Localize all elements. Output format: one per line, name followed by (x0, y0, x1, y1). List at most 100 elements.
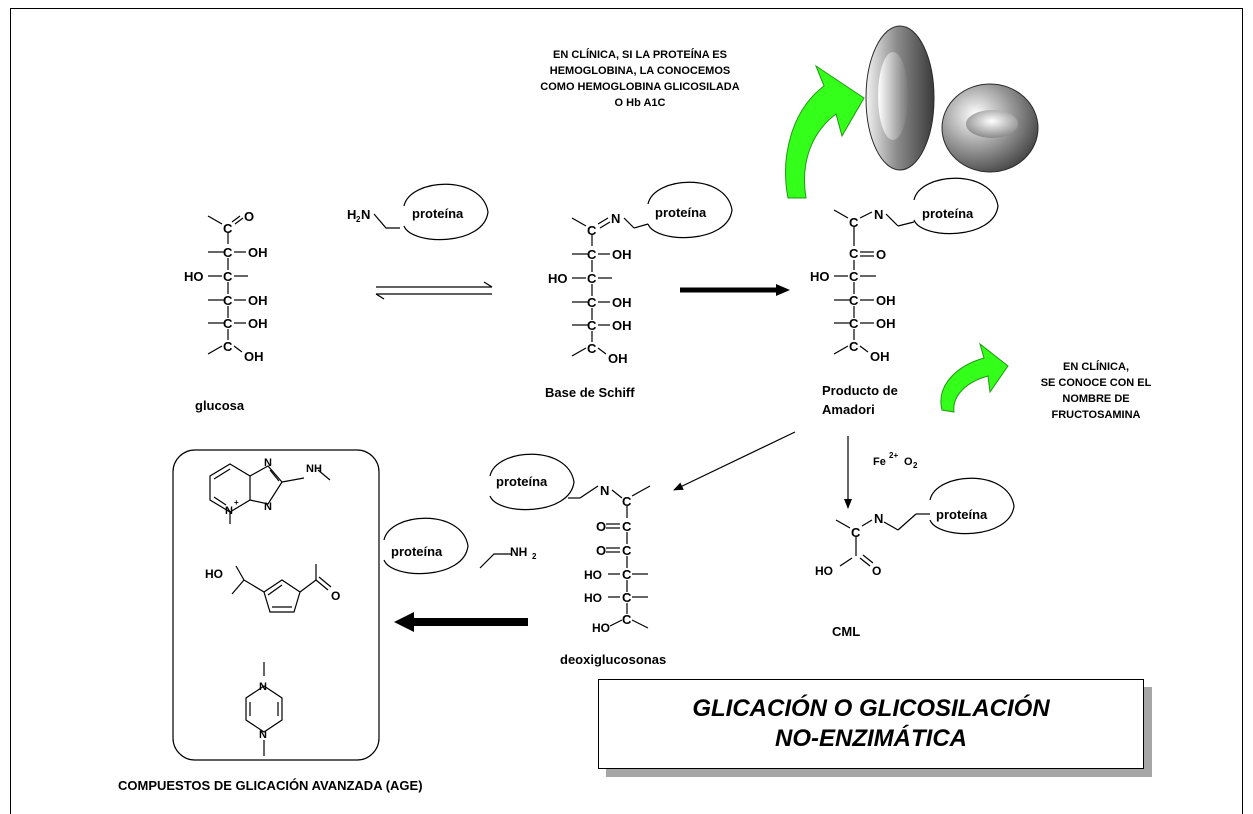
atom-c: C (223, 293, 233, 308)
protein-label: proteína (922, 206, 974, 221)
note-fructosamina-line4: FRUCTOSAMINA (1051, 409, 1140, 421)
protein-label: proteína (496, 474, 548, 489)
protein-label: proteína (936, 507, 988, 522)
atom-fe: Fe (873, 456, 886, 468)
atom-n: N (874, 207, 883, 222)
atom-n: N (361, 207, 370, 222)
atom-c: C (587, 223, 597, 238)
note-hba1c-line3: COMO HEMOGLOBINA GLICOSILADA (540, 81, 739, 93)
cml-structure: C N HO O proteína (815, 477, 1015, 578)
label-deoxiglucosonas: deoxiglucosonas (560, 652, 666, 667)
protein-oval (929, 477, 1015, 535)
amadori-structure: C N C O HO C C OH C OH C OH proteína (810, 177, 999, 364)
label-amadori-line1: Producto de (822, 383, 898, 398)
age-compounds-box (172, 449, 380, 761)
atom-c: C (849, 316, 859, 331)
atom-c: C (587, 341, 597, 356)
atom-ho: HO (205, 567, 223, 581)
atom-c: C (622, 612, 632, 627)
atom-oh: OH (870, 349, 890, 364)
atom-oh: OH (248, 293, 268, 308)
atom-n: N (611, 211, 620, 226)
atom-c: C (587, 247, 597, 262)
atom-c: C (622, 567, 632, 582)
protein-label: proteína (391, 544, 443, 559)
atom-c: C (622, 519, 632, 534)
atom-oh: OH (876, 316, 896, 331)
atom-o: O (872, 564, 881, 578)
atom-n: N (259, 681, 267, 693)
note-hba1c-line2: HEMOGLOBINA, LA CONOCEMOS (550, 65, 730, 77)
atom-oh: OH (612, 247, 632, 262)
atom-ho: HO (810, 269, 830, 284)
atom-c: C (851, 525, 861, 540)
atom-o: O (331, 589, 340, 603)
atom-ho: HO (548, 271, 568, 286)
label-cml: CML (832, 624, 860, 639)
subscript-2: 2 (532, 552, 537, 561)
deoxyglucosone-structure: proteína N C O C O C HO C (489, 453, 651, 635)
atom-o: O (244, 209, 254, 224)
protein-label: proteína (412, 206, 464, 221)
reaction-arrow (673, 431, 796, 491)
age-pyrazinium (245, 662, 283, 756)
atom-c: C (223, 316, 233, 331)
atom-c: C (223, 245, 233, 260)
atom-oh: OH (244, 349, 264, 364)
atom-ho: HO (184, 269, 204, 284)
atom-n: N (264, 501, 272, 513)
superscript-charge: 2+ (889, 451, 898, 460)
atom-c: C (622, 590, 632, 605)
protein-oval (913, 177, 999, 235)
glucose-structure: O C C OH HO C C OH C OH C OH (184, 209, 268, 364)
label-age: COMPUESTOS DE GLICACIÓN AVANZADA (AGE) (118, 778, 423, 793)
title-box: GLICACIÓN O GLICOSILACIÓN NO-ENZIMÁTICA (598, 679, 1144, 769)
atom-o: O (596, 519, 606, 534)
atom-c: C (587, 295, 597, 310)
schiff-base-structure: C N C OH HO C C OH C OH C OH proteína (548, 181, 733, 366)
protein-oval (647, 181, 733, 239)
atom-n: N (600, 483, 609, 498)
atom-n: N (874, 511, 883, 526)
atom-oh: OH (876, 293, 896, 308)
atom-c: C (587, 271, 597, 286)
label-glucosa: glucosa (195, 398, 245, 413)
atom-n: N (264, 457, 272, 469)
atom-c: C (223, 269, 233, 284)
note-fructosamina-line3: NOMBRE DE (1062, 393, 1129, 405)
age-imidazopyridinium (209, 463, 331, 524)
red-blood-cell-icon (865, 25, 935, 171)
label-amadori-line2: Amadori (822, 402, 875, 417)
age-cyclopentadiene (231, 564, 332, 613)
label-schiff-base: Base de Schiff (545, 385, 635, 400)
title-line1: GLICACIÓN O GLICOSILACIÓN (692, 695, 1050, 722)
atom-ho: HO (815, 564, 833, 578)
protein-label: proteína (655, 205, 707, 220)
note-fructosamina-line1: EN CLÍNICA, (1063, 360, 1129, 373)
atom-c: C (849, 339, 859, 354)
atom-ho: HO (592, 621, 610, 635)
atom-nh: NH (306, 463, 322, 475)
atom-oh: OH (608, 351, 628, 366)
atom-n: N (225, 505, 233, 517)
atom-oh: OH (248, 316, 268, 331)
note-hba1c-line1: EN CLÍNICA, SI LA PROTEÍNA ES (553, 48, 727, 61)
atom-c: C (587, 318, 597, 333)
atom-h: H (347, 207, 356, 222)
atom-oh: OH (248, 245, 268, 260)
atom-oh: OH (612, 295, 632, 310)
atom-c: C (622, 543, 632, 558)
atom-c: C (849, 269, 859, 284)
protein-oval (489, 453, 575, 511)
green-arrow-icon (785, 64, 865, 199)
atom-c: C (849, 293, 859, 308)
atom-ho: HO (584, 591, 602, 605)
red-blood-cell-icon (941, 83, 1039, 173)
atom-o: O (596, 543, 606, 558)
note-fructosamina-line2: SE CONOCE CON EL (1041, 377, 1152, 389)
title-line2: NO-ENZIMÁTICA (775, 725, 967, 752)
atom-ho: HO (584, 568, 602, 582)
atom-oh: OH (612, 318, 632, 333)
green-arrow-icon (940, 342, 1009, 413)
